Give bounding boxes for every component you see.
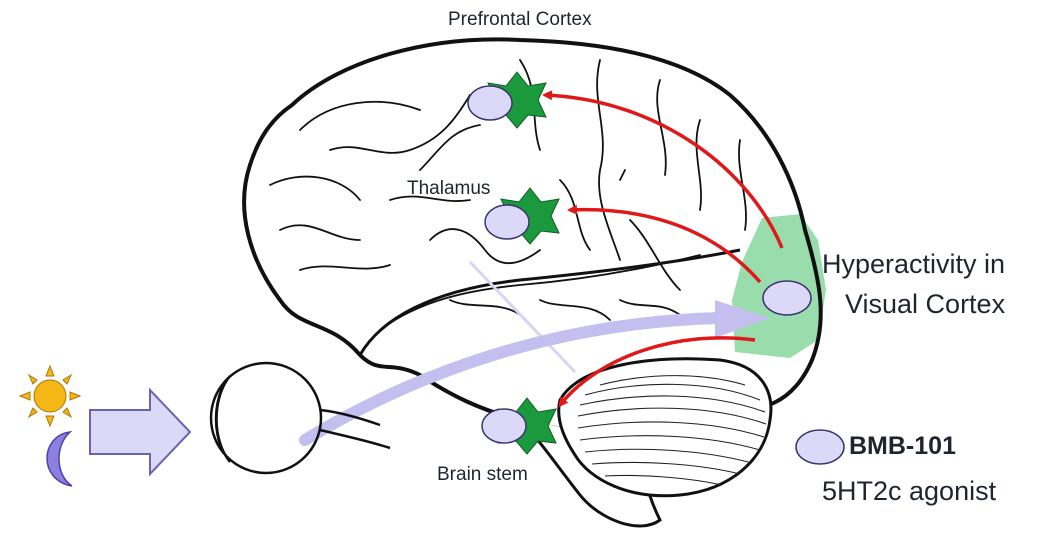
- sun-icon: [20, 366, 80, 426]
- label-brain-stem: Brain stem: [437, 464, 528, 486]
- input-arrow: [90, 390, 190, 474]
- label-prefrontal-cortex: Prefrontal Cortex: [448, 9, 592, 31]
- legend-mechanism: 5HT2c agonist: [822, 476, 996, 507]
- moon-icon: [47, 432, 72, 486]
- legend-drug-name: BMB-101: [849, 432, 956, 461]
- label-visual-cortex-line2: Visual Cortex: [845, 284, 1005, 324]
- receptor-thalamus: [485, 188, 559, 244]
- label-thalamus: Thalamus: [407, 178, 490, 200]
- legend-symbol: [796, 430, 844, 464]
- label-visual-cortex-line1: Hyperactivity in: [822, 244, 1005, 284]
- receptor-visual-cortex: [763, 281, 811, 315]
- eye-icon: [211, 363, 390, 473]
